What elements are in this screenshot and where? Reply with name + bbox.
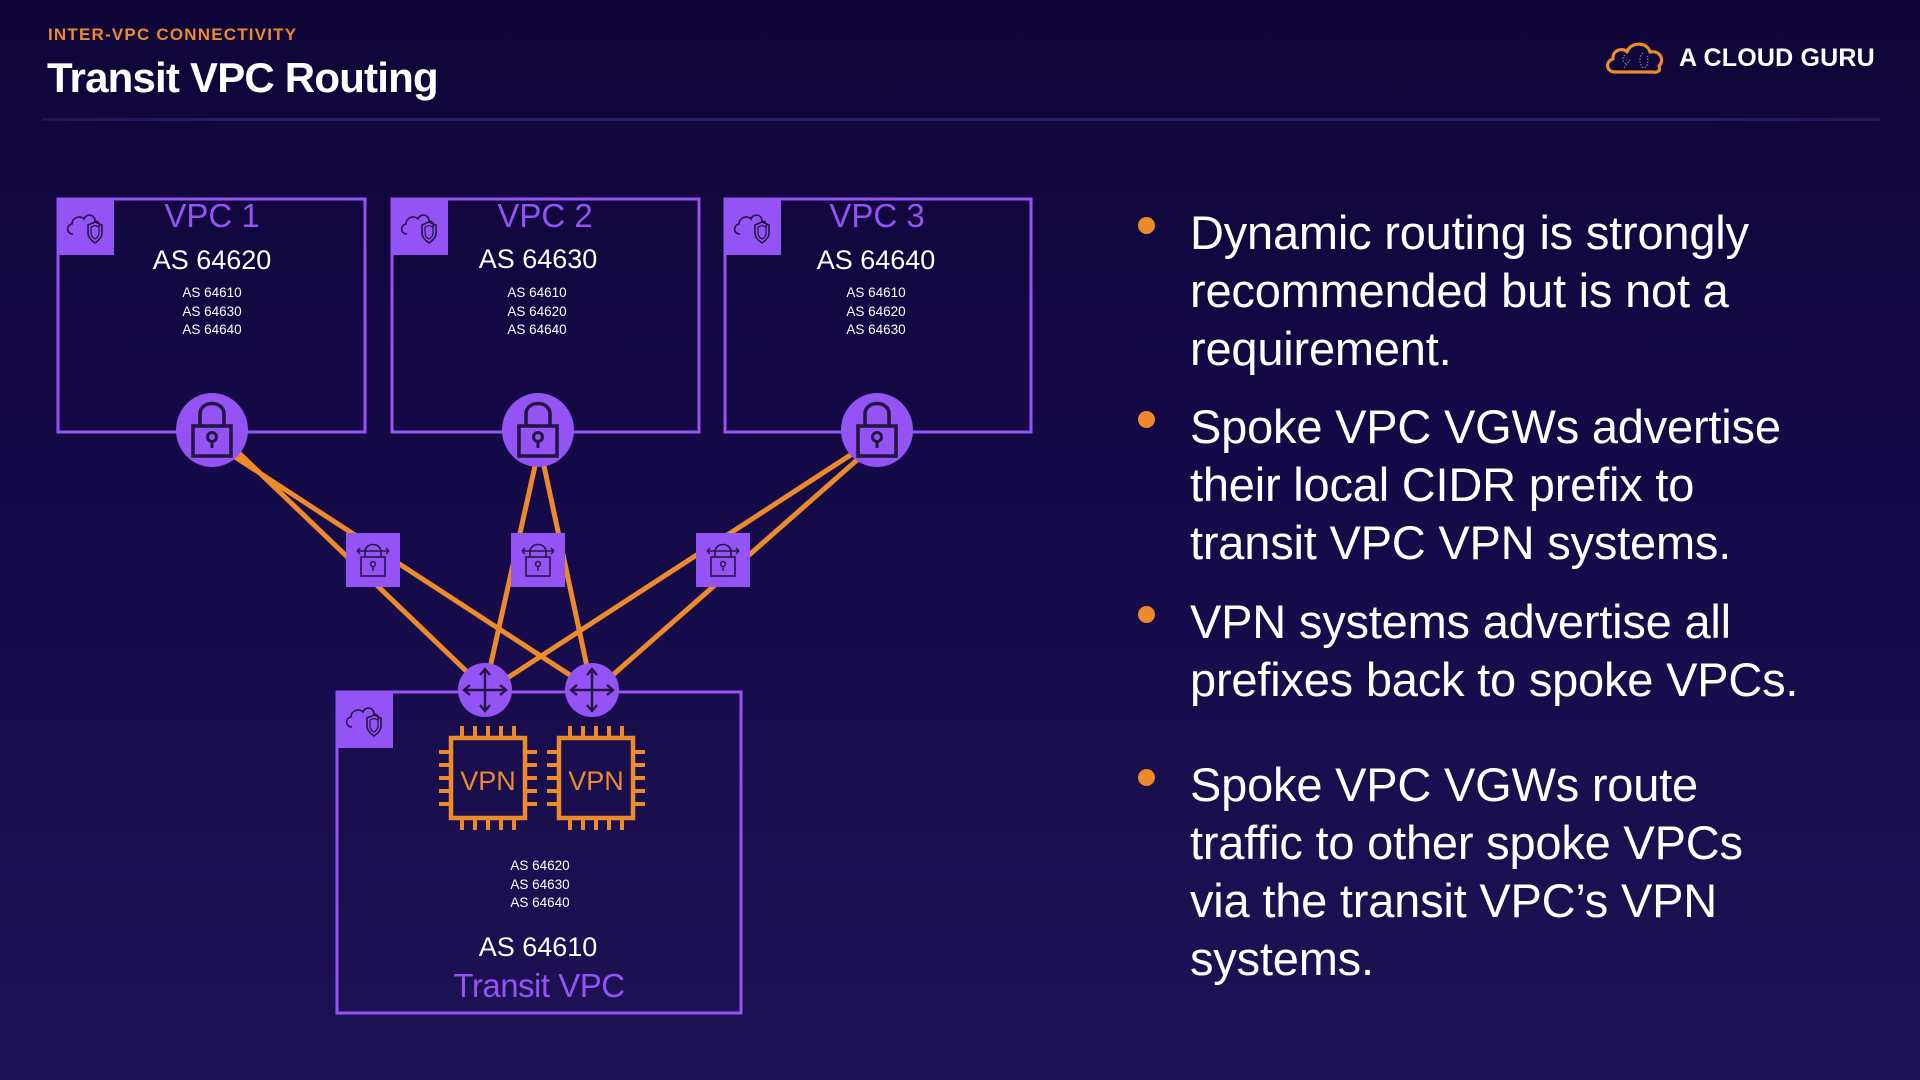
vpc-1-name: VPC 1 xyxy=(164,197,260,234)
router-arrows-icon xyxy=(563,661,621,719)
learned-asn: AS 64620 xyxy=(507,303,567,319)
vpc-3-learned-asns: AS 64610 AS 64620 AS 64630 xyxy=(756,284,996,340)
transit-vpc-frame xyxy=(335,690,743,1015)
header-divider xyxy=(42,118,1880,121)
bullet-line: VPN systems advertise all xyxy=(1190,595,1731,648)
bullet-line: traffic to other spoke VPCs xyxy=(1190,816,1743,869)
vpc-2-asn: AS 64630 xyxy=(478,244,598,274)
bullet-dot-icon xyxy=(1138,769,1155,786)
vpn-tunnels xyxy=(229,449,860,693)
tunnel-line xyxy=(482,463,538,693)
bullet-line: Spoke VPC VGWs route xyxy=(1190,758,1698,811)
brand-logo: A CLOUD GURU xyxy=(1603,38,1875,78)
vpc-1-learned-asns: AS 64610 AS 64630 AS 64640 xyxy=(92,284,332,340)
vpc-3-name: VPC 3 xyxy=(829,197,925,234)
vpn-gateway-lock-icon xyxy=(839,391,915,469)
transit-vpc-diagram: VPN VPN VPC 1 AS 64620 AS 64610 AS 64630… xyxy=(56,197,1033,1015)
section-eyebrow: INTER-VPC CONNECTIVITY xyxy=(48,25,298,44)
transit-vpc-name: Transit VPC xyxy=(453,967,625,1004)
learned-asn: AS 64610 xyxy=(182,285,242,300)
bullet-dot-icon xyxy=(1138,217,1155,234)
transit-learned-asns: AS 64620 AS 64630 AS 64640 xyxy=(420,857,660,913)
page-title: Transit VPC Routing xyxy=(47,54,439,101)
bullet-line: requirement. xyxy=(1190,322,1452,375)
tunnel-line xyxy=(492,451,855,689)
learned-asn: AS 64620 xyxy=(846,303,906,319)
vpn-connection-icon xyxy=(510,532,566,588)
bullet-item: VPN systems advertise all prefixes back … xyxy=(1138,593,1890,709)
bullet-item: Dynamic routing is strongly recommended … xyxy=(1138,204,1890,378)
learned-asn: AS 64630 xyxy=(510,876,570,892)
vpc-cloud-shield-icon xyxy=(335,690,394,749)
vpc-3-asn: AS 64640 xyxy=(816,245,936,275)
vpn-gateway-lock-icon xyxy=(500,391,576,469)
learned-asn: AS 64620 xyxy=(510,858,570,873)
cloud-guru-icon xyxy=(1606,42,1664,74)
vpc-1-asn: AS 64620 xyxy=(152,245,272,275)
bullet-item: Spoke VPC VGWs route traffic to other sp… xyxy=(1138,756,1890,988)
bullet-line: Spoke VPC VGWs advertise xyxy=(1190,400,1781,453)
transit-vpc-asn: AS 64610 xyxy=(478,932,598,962)
tunnel-line xyxy=(229,452,596,693)
bullet-line: their local CIDR prefix to xyxy=(1190,458,1695,511)
learned-asn: AS 64640 xyxy=(507,322,567,337)
learned-asn: AS 64630 xyxy=(846,322,906,337)
bullet-line: Dynamic routing is strongly xyxy=(1190,206,1749,259)
bullet-line: systems. xyxy=(1190,932,1374,985)
learned-asn: AS 64610 xyxy=(846,285,906,300)
router-arrows-icon xyxy=(456,661,514,719)
learned-asn: AS 64610 xyxy=(507,285,567,300)
bullet-item: Spoke VPC VGWs advertise their local CID… xyxy=(1138,398,1890,572)
vpn-instance-label: VPN xyxy=(568,766,624,796)
brand-name: A CLOUD GURU xyxy=(1679,43,1875,72)
bullet-dot-icon xyxy=(1138,411,1155,428)
vpn-instance-label: VPN xyxy=(460,766,516,796)
vpn-gateway-lock-icon xyxy=(174,391,250,469)
bullet-line: recommended but is not a xyxy=(1190,264,1729,317)
bullet-line: via the transit VPC’s VPN xyxy=(1190,874,1718,927)
bullet-dot-icon xyxy=(1138,606,1155,623)
learned-asn: AS 64630 xyxy=(182,303,242,319)
bullet-line: transit VPC VPN systems. xyxy=(1190,516,1732,569)
vpn-connection-icon xyxy=(695,532,751,588)
tunnel-line xyxy=(541,463,595,693)
bullet-line: prefixes back to spoke VPCs. xyxy=(1190,653,1799,706)
vpn-connection-icon xyxy=(345,532,401,588)
vpc-2-learned-asns: AS 64610 AS 64620 AS 64640 xyxy=(417,284,657,340)
learned-asn: AS 64640 xyxy=(182,322,242,337)
learned-asn: AS 64640 xyxy=(510,895,570,910)
vpc-2-name: VPC 2 xyxy=(497,197,593,234)
